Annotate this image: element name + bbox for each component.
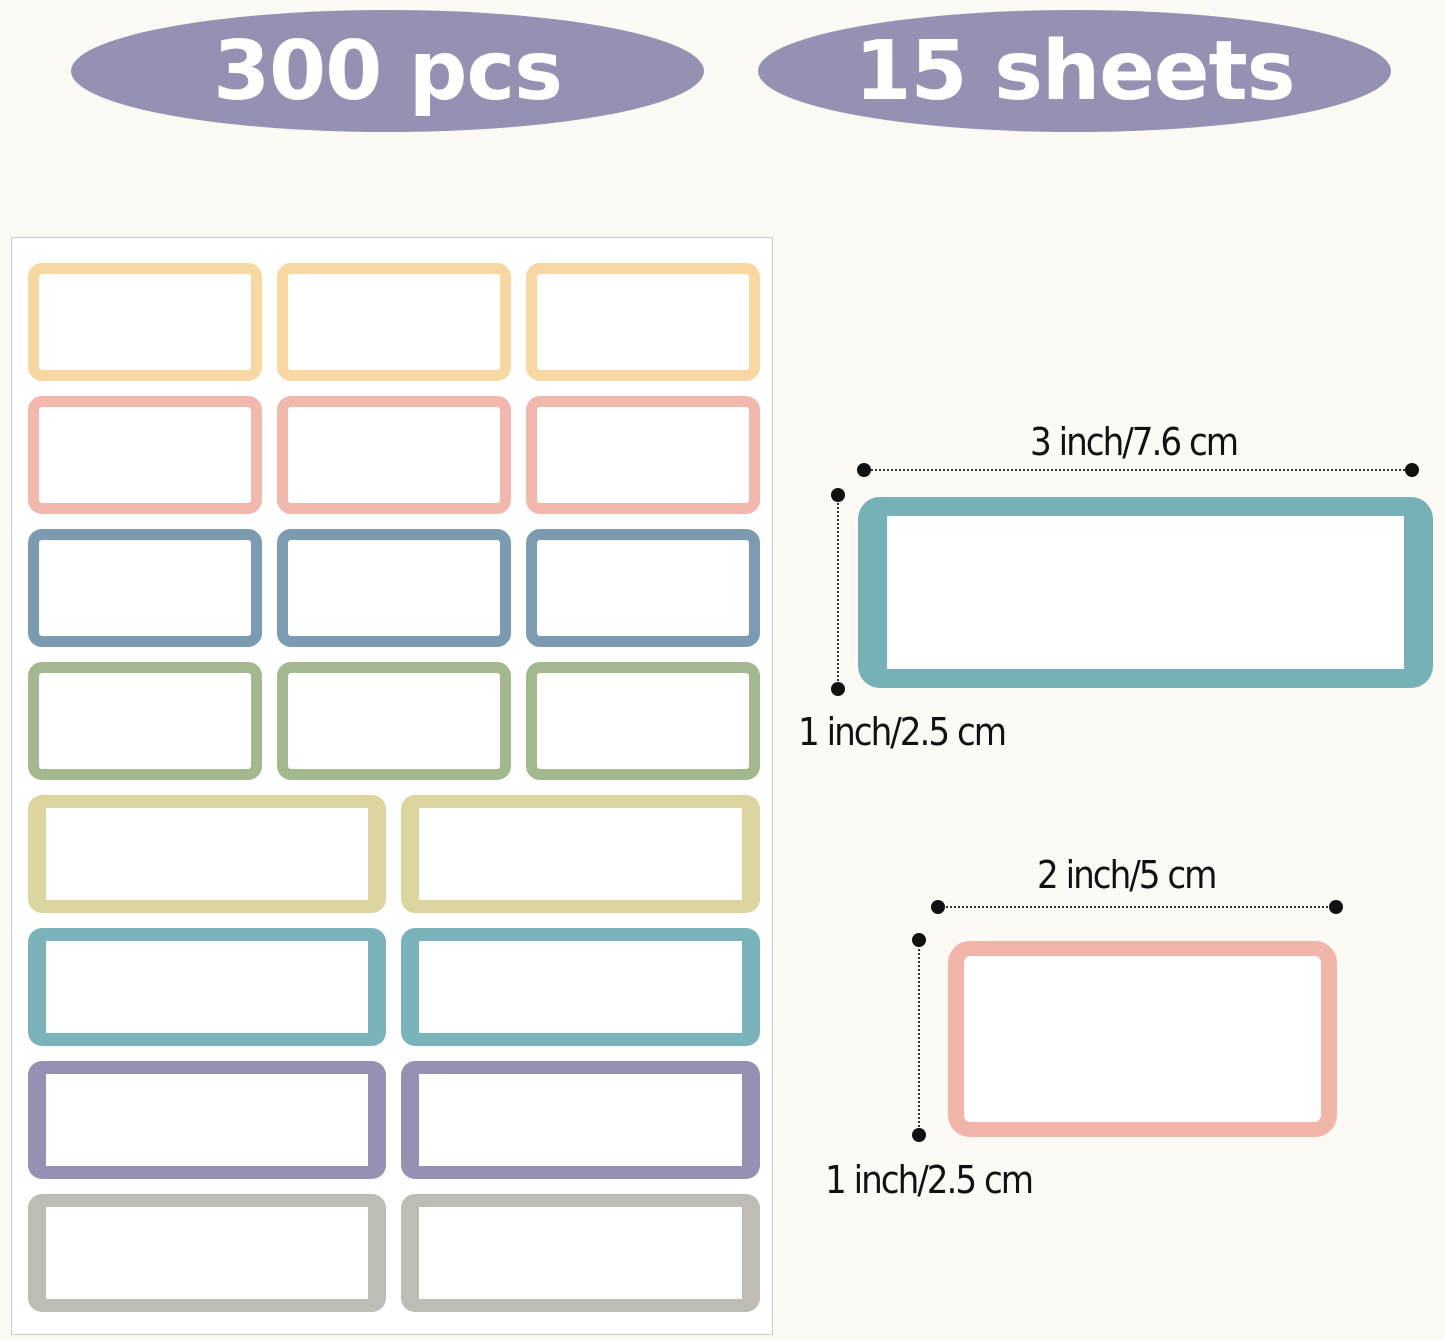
small-height-dot-bottom: [912, 1128, 926, 1142]
large-width-dimension-line: [864, 469, 1412, 471]
label-green-3: [526, 662, 760, 780]
large-label-width-text: 3 inch/7.6 cm: [1030, 420, 1239, 464]
small-width-dot-right: [1329, 900, 1343, 914]
label-pink-1: [28, 396, 262, 514]
small-label-height-text: 1 inch/2.5 cm: [825, 1158, 1034, 1202]
large-height-dot-bottom: [831, 682, 845, 696]
label-pink-3: [526, 396, 760, 514]
large-label-height-text: 1 inch/2.5 cm: [798, 710, 1007, 754]
label-pink-2: [277, 396, 511, 514]
count-badge-text: 300 pcs: [213, 23, 563, 119]
small-width-dimension-line: [938, 906, 1336, 908]
small-label-sample: [948, 941, 1337, 1137]
sheets-badge-text: 15 sheets: [854, 23, 1295, 119]
label-teal-2: [401, 928, 760, 1046]
label-khaki-2: [401, 795, 760, 913]
label-yellow-3: [526, 263, 760, 381]
small-width-dot-left: [931, 900, 945, 914]
small-height-dimension-line: [918, 940, 920, 1135]
count-badge: 300 pcs: [71, 10, 704, 132]
sheets-badge: 15 sheets: [758, 10, 1391, 132]
large-width-dot-left: [857, 463, 871, 477]
label-blue-2: [277, 529, 511, 647]
label-green-2: [277, 662, 511, 780]
label-grey-2: [401, 1194, 760, 1312]
label-green-1: [28, 662, 262, 780]
label-yellow-2: [277, 263, 511, 381]
small-height-dot-top: [912, 933, 926, 947]
label-blue-1: [28, 529, 262, 647]
label-blue-3: [526, 529, 760, 647]
label-sheet: [11, 237, 773, 1335]
small-label-width-text: 2 inch/5 cm: [1037, 853, 1217, 897]
large-height-dimension-line: [837, 495, 839, 689]
label-khaki-1: [28, 795, 386, 913]
label-purple-2: [401, 1061, 760, 1179]
label-purple-1: [28, 1061, 386, 1179]
large-width-dot-right: [1405, 463, 1419, 477]
label-grey-1: [28, 1194, 386, 1312]
large-label-sample: [858, 497, 1433, 688]
label-teal-1: [28, 928, 386, 1046]
large-height-dot-top: [831, 488, 845, 502]
label-yellow-1: [28, 263, 262, 381]
